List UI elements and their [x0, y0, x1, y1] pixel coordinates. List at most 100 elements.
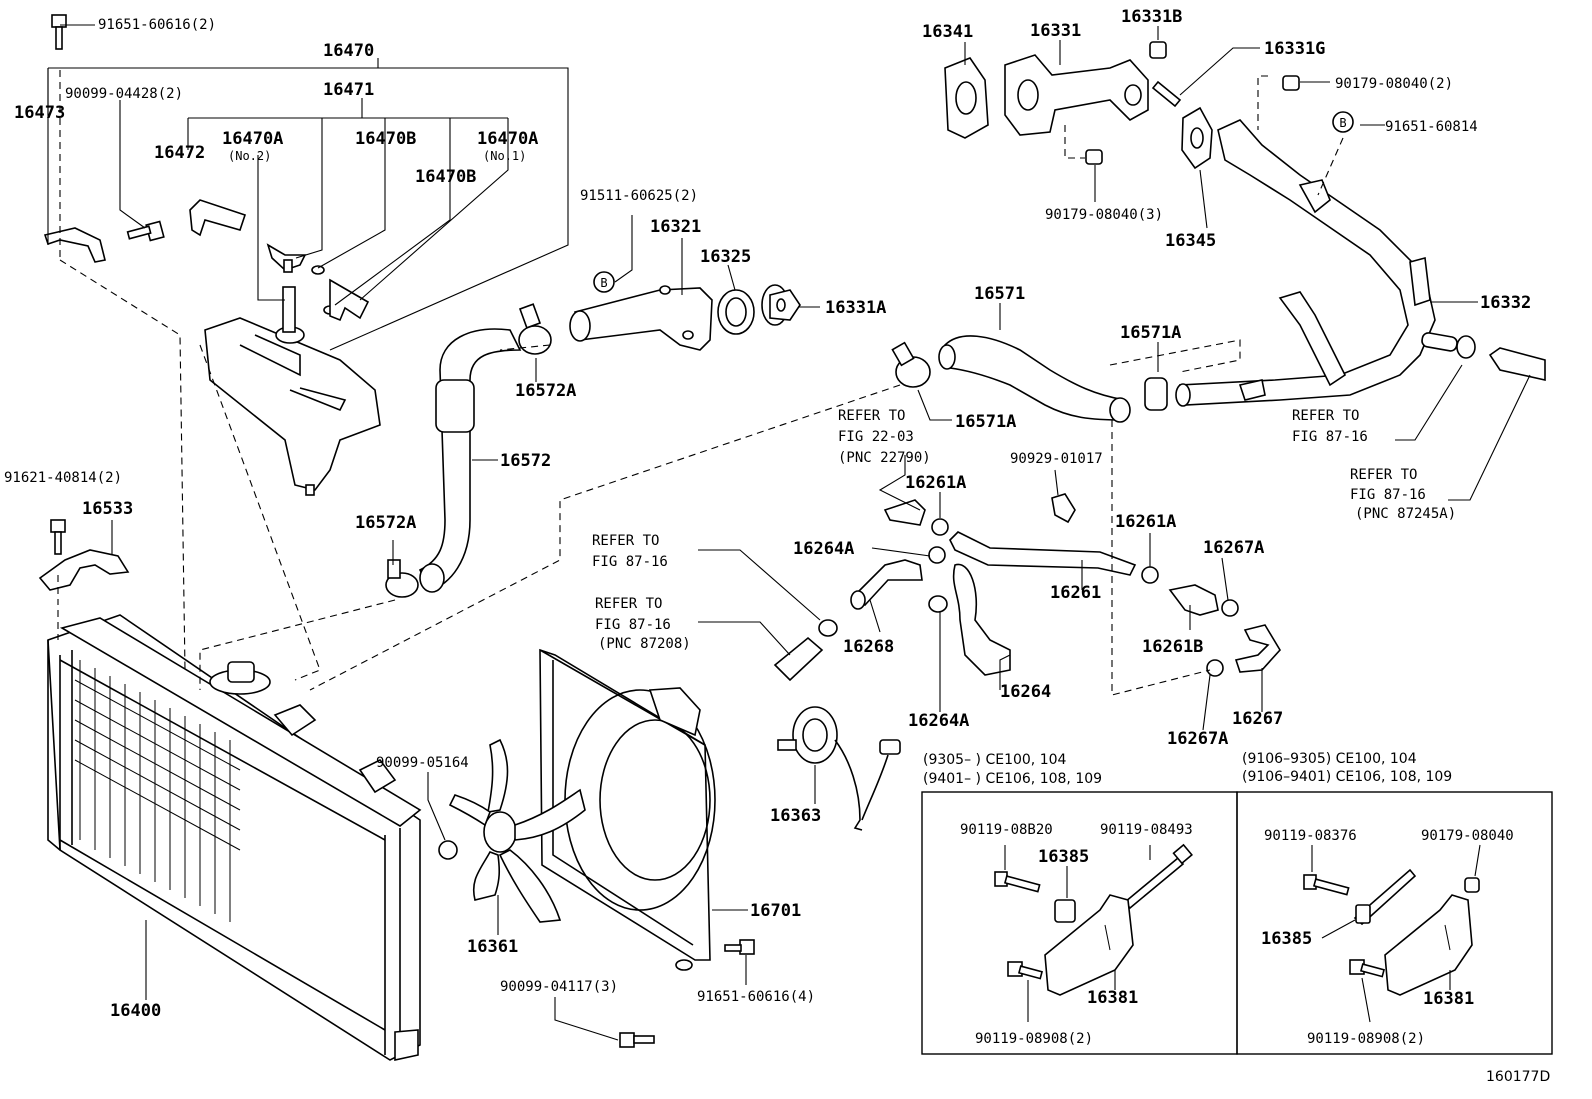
reference-notes: REFER TO FIG 22-03 (PNC 22790) REFER TO … — [592, 408, 1456, 652]
label-16571A-mid: 16571A — [955, 412, 1016, 432]
clamp-16571A-right — [1144, 377, 1168, 411]
ref-fig-87-16-a-l1: REFER TO — [1292, 408, 1359, 424]
hose-ref-87245A — [1488, 347, 1546, 381]
fan-16361 — [448, 738, 586, 923]
variant-left-note-2: (9401– ) CE106, 108, 109 — [923, 771, 1102, 787]
label-16321: 16321 — [650, 217, 701, 237]
nut-90099-05164 — [438, 840, 458, 860]
label-90119-08493: 90119-08493 — [1100, 822, 1193, 838]
reservoir-tank-16470 — [204, 286, 381, 496]
label-16385-left: 16385 — [1038, 847, 1089, 867]
bracket-16533 — [38, 549, 130, 591]
bolt-91651-60616-4 — [724, 939, 755, 955]
clamp-16332-end — [1456, 335, 1476, 359]
clamp-16572A-bottom — [385, 559, 419, 598]
thermostat-16331A — [761, 284, 801, 326]
gasket-16325 — [717, 289, 755, 335]
hose-16470A-no1 — [329, 278, 370, 322]
hose-16267 — [1234, 624, 1281, 673]
variant-right-note-1: (9106–9305) CE100, 104 — [1242, 751, 1417, 767]
clip-90929-01017 — [1051, 493, 1076, 524]
clamp-ref-87-16 — [818, 619, 838, 637]
label-16261B: 16261B — [1142, 637, 1203, 657]
clamp-16267A-top — [1221, 599, 1239, 617]
gasket-16345 — [1181, 106, 1213, 170]
ref-fig-87-16-d-l2: FIG 87-16 — [595, 617, 671, 633]
bolt-90119-08493 — [1123, 843, 1193, 910]
label-16470B-a: 16470B — [355, 129, 416, 149]
label-16470A-no1-sub: (No.1) — [483, 149, 526, 163]
connector-16261B — [1168, 584, 1219, 616]
label-16533: 16533 — [82, 499, 133, 519]
label-16264A-a: 16264A — [793, 539, 854, 559]
label-16261: 16261 — [1050, 583, 1101, 603]
pipe-16332 — [1175, 119, 1458, 407]
ref-fig-87-16-d-l3: (PNC 87208) — [598, 636, 691, 652]
clamp-16264A-top — [928, 546, 946, 564]
washer-16470B-a — [311, 265, 325, 275]
bolt-90119-08908-left — [1007, 961, 1044, 980]
bolt-91621-40814 — [50, 519, 66, 555]
hose-ref-87208 — [773, 636, 824, 682]
diagram-id: 160177D — [1486, 1069, 1550, 1085]
ref-fig-87-16-b-l1: REFER TO — [1350, 467, 1417, 483]
hose-16571 — [938, 335, 1131, 423]
label-16572A-bottom: 16572A — [355, 513, 416, 533]
fan-motor-16363 — [777, 706, 901, 831]
nut-90179-08040-3 — [1085, 149, 1103, 165]
bracket-16381-right — [1384, 894, 1473, 996]
svg-text:B: B — [1339, 116, 1346, 130]
label-16261A-a: 16261A — [905, 473, 966, 493]
label-16701: 16701 — [750, 901, 801, 921]
label-16267A-a: 16267A — [1203, 538, 1264, 558]
cap-16470A-no2 — [266, 243, 307, 273]
label-16470: 16470 — [323, 41, 374, 61]
label-16470B-b: 16470B — [415, 167, 476, 187]
fan-shroud-16701 — [539, 648, 716, 971]
label-91511-60625-2: 91511-60625(2) — [580, 188, 698, 204]
label-16472: 16472 — [154, 143, 205, 163]
bolt-90119-08376 — [1303, 874, 1350, 896]
label-16400: 16400 — [110, 1001, 161, 1021]
clamp-16261A-left — [931, 518, 949, 536]
hose-16572 — [418, 328, 522, 593]
label-16331B: 16331B — [1121, 7, 1182, 27]
ref-fig-22-03-l3: (PNC 22790) — [838, 450, 931, 466]
label-16268: 16268 — [843, 637, 894, 657]
label-16261A-b: 16261A — [1115, 512, 1176, 532]
ref-fig-87-16-c-l2: FIG 87-16 — [592, 554, 668, 570]
ref-fig-87-16-d-l1: REFER TO — [595, 596, 662, 612]
circle-b-mark-1: B — [593, 271, 615, 293]
leader-lines — [47, 24, 1531, 1041]
radiator-16400 — [47, 614, 422, 1061]
label-90119-08376: 90119-08376 — [1264, 828, 1357, 844]
label-16331G: 16331G — [1264, 39, 1325, 59]
pipe-16331 — [1004, 54, 1149, 136]
clamp-16261A-right — [1141, 566, 1159, 584]
label-90929-01017: 90929-01017 — [1010, 451, 1103, 467]
ref-fig-22-03-l1: REFER TO — [838, 408, 905, 424]
label-90179-08040-right: 90179-08040 — [1421, 828, 1514, 844]
label-91651-60814: 91651-60814 — [1385, 119, 1478, 135]
bracket-16473 — [43, 227, 106, 263]
label-90099-04117-3: 90099-04117(3) — [500, 979, 618, 995]
bolt-90099-04117-3 — [619, 1032, 655, 1048]
variant-right-note-2: (9106–9401) CE106, 108, 109 — [1242, 769, 1452, 785]
label-16470A-no1: 16470A — [477, 129, 538, 149]
label-16381-left: 16381 — [1087, 988, 1138, 1008]
label-90179-08040-3: 90179-08040(3) — [1045, 207, 1163, 223]
label-91651-60616-4: 91651-60616(4) — [697, 989, 815, 1005]
hose-16261 — [949, 531, 1137, 576]
ref-fig-87-16-b-l3: (PNC 87245A) — [1355, 506, 1456, 522]
label-16571: 16571 — [974, 284, 1025, 304]
bolt-90119-08908-right — [1349, 959, 1386, 978]
bolt-90119-08b20 — [994, 871, 1041, 893]
label-16264: 16264 — [1000, 682, 1051, 702]
variant-notes: (9305– ) CE100, 104 (9401– ) CE106, 108,… — [923, 751, 1452, 787]
ref-fig-87-16-c-l1: REFER TO — [592, 533, 659, 549]
stud-16331G — [1151, 80, 1182, 108]
clamp-16572A-top — [518, 303, 552, 355]
variant-box-right: 90119-08376 90179-08040 16385 16381 9011… — [1236, 791, 1553, 1055]
label-90179-08040-2: 90179-08040(2) — [1335, 76, 1453, 92]
label-16267: 16267 — [1232, 709, 1283, 729]
